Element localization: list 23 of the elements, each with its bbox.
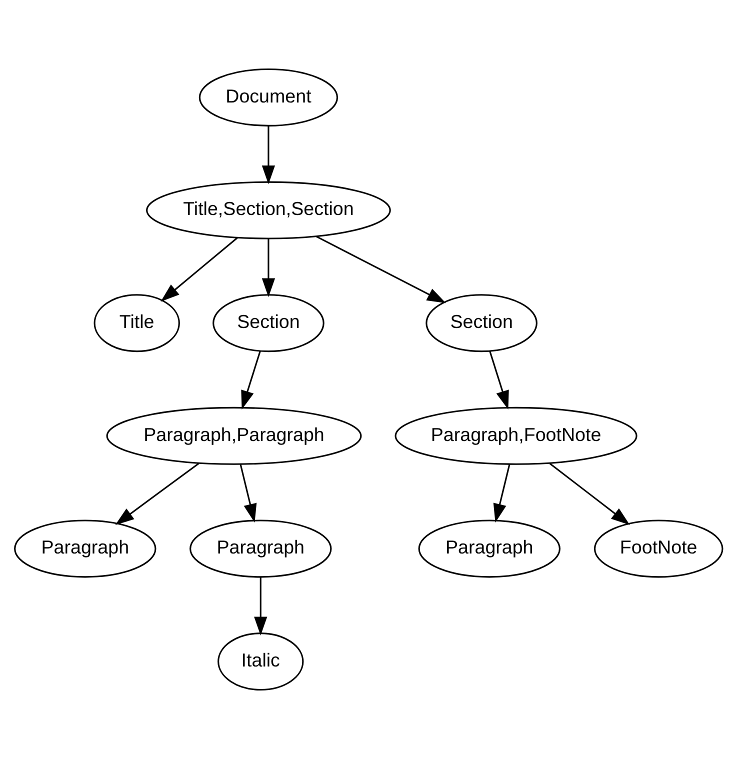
node-ellipse: Paragraph,FootNote xyxy=(394,406,638,465)
node-ellipse: Paragraph,Paragraph xyxy=(106,406,362,465)
arrow xyxy=(489,350,509,410)
node-ellipse: Paragraph xyxy=(14,520,156,578)
node-ellipse: FootNote xyxy=(594,520,724,578)
node-ellipse: Section xyxy=(212,294,324,352)
arrow xyxy=(316,236,446,304)
node-ellipse: Paragraph xyxy=(418,520,560,578)
arrow xyxy=(240,464,257,523)
arrow xyxy=(262,126,276,184)
node-ellipse: Title,Section,Section xyxy=(146,181,391,240)
arrow xyxy=(493,464,510,523)
arrow xyxy=(262,238,276,298)
arrow xyxy=(241,350,261,410)
node-ellipse: Section xyxy=(426,294,538,352)
arrow xyxy=(549,462,630,526)
node-ellipse: Italic xyxy=(218,632,304,691)
arrow xyxy=(115,462,200,525)
arrow xyxy=(160,237,238,302)
arrow xyxy=(254,577,268,636)
node-ellipse: Document xyxy=(198,68,338,126)
node-ellipse: Paragraph xyxy=(190,520,332,578)
node-ellipse: Title xyxy=(94,294,180,352)
